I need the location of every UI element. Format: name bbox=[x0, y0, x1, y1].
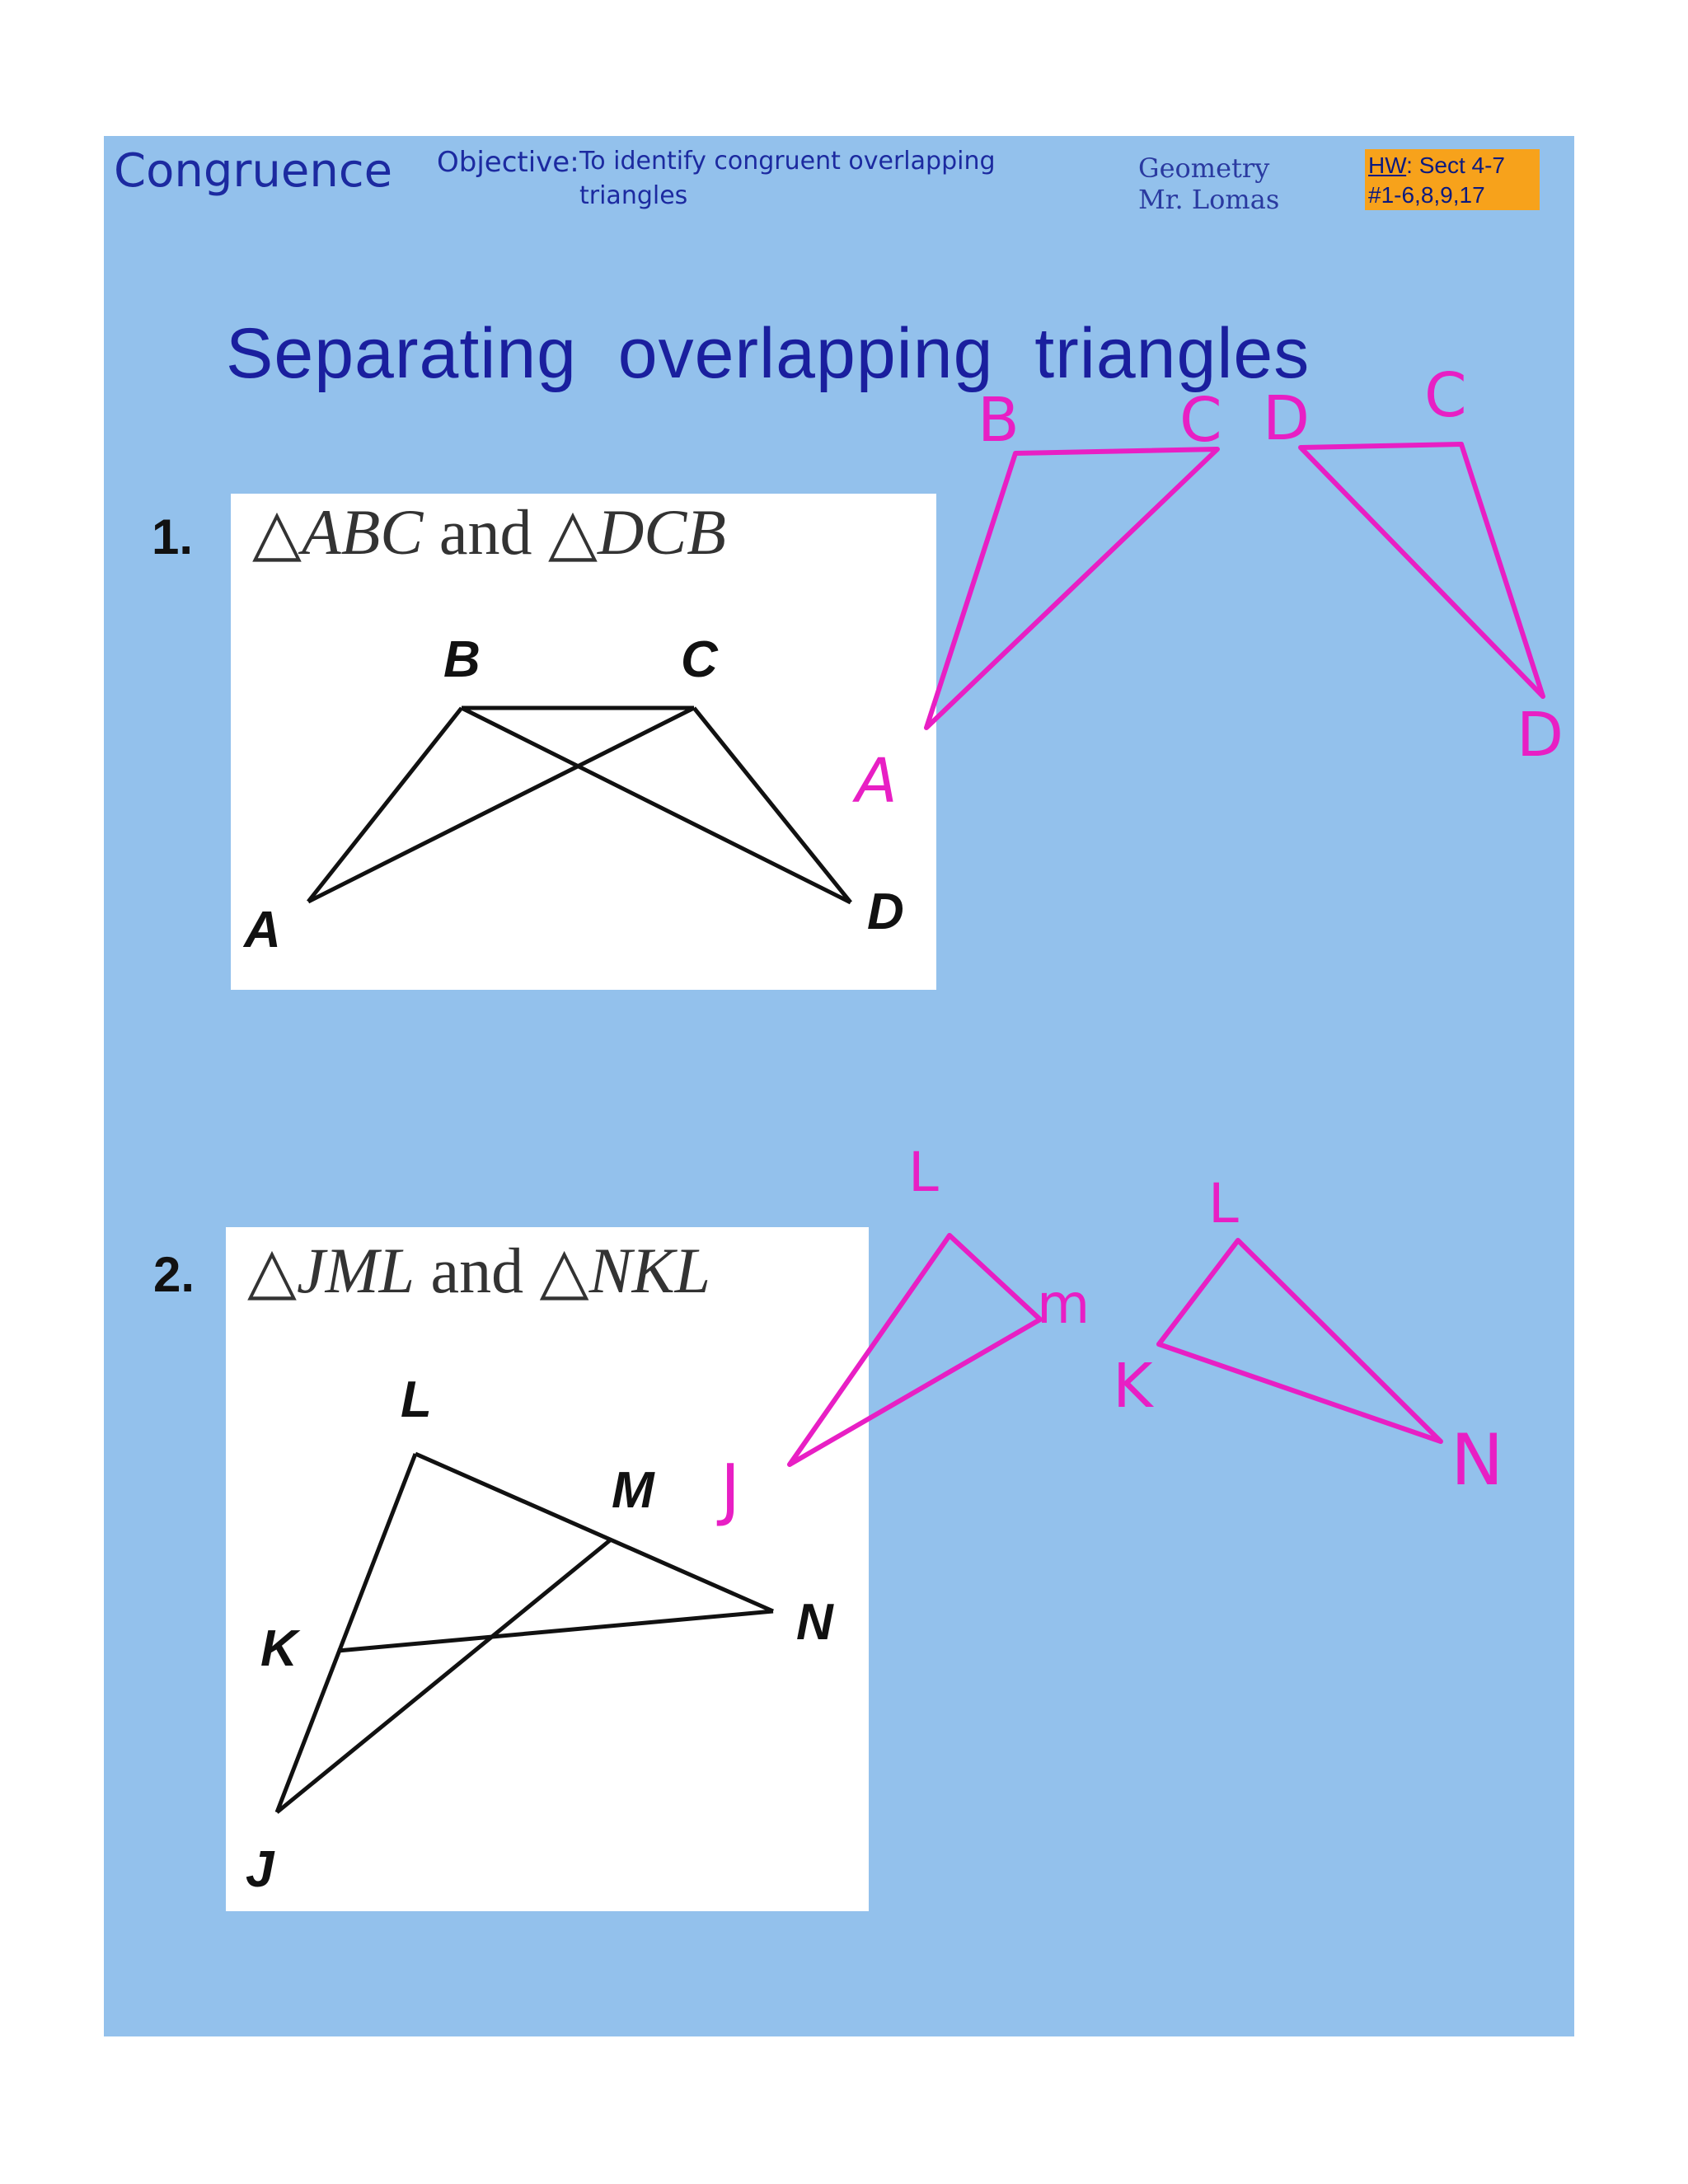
objective-label: Objective: bbox=[437, 146, 579, 179]
vertex-label-k: K bbox=[260, 1620, 301, 1677]
handwritten-label-d: D bbox=[1517, 700, 1564, 771]
segment-jm bbox=[275, 1539, 612, 1814]
handwritten-label-m: m bbox=[1037, 1272, 1090, 1336]
segment-ab bbox=[307, 706, 463, 903]
homework-label: HW bbox=[1368, 152, 1407, 178]
vertex-label-j: J bbox=[246, 1841, 275, 1898]
handwritten-label-n: N bbox=[1451, 1419, 1503, 1502]
vertex-label-m: M bbox=[612, 1462, 655, 1519]
vertex-label-c: C bbox=[681, 631, 719, 688]
segment-bd bbox=[460, 705, 852, 905]
homework-line1: HW: Sect 4-7 bbox=[1368, 151, 1536, 180]
segment-ac bbox=[307, 705, 696, 904]
handwritten-label-b: B bbox=[978, 385, 1020, 456]
course-info: Geometry Mr. Lomas bbox=[1138, 152, 1279, 215]
segment-ln bbox=[414, 1451, 775, 1614]
vertex-label-l: L bbox=[401, 1371, 432, 1428]
problem-2-title: △JML and △NKL bbox=[247, 1235, 711, 1306]
homework-problems: #1-6,8,9,17 bbox=[1368, 182, 1485, 208]
problem-1-diagram: B C A D bbox=[242, 631, 904, 958]
handwritten-label-k: K bbox=[1113, 1351, 1155, 1422]
handwritten-label-l2: L bbox=[1208, 1172, 1239, 1235]
problem-1-panel: △ABC and △DCB B C A D bbox=[231, 494, 936, 990]
problem-number-2: 2. bbox=[153, 1247, 195, 1302]
teacher-name: Mr. Lomas bbox=[1138, 184, 1280, 215]
homework-section: : Sect 4-7 bbox=[1406, 152, 1505, 178]
homework-box: HW: Sect 4-7 #1-6,8,9,17 bbox=[1365, 149, 1540, 210]
pink-triangle-dcb bbox=[1298, 442, 1545, 699]
main-heading: Separating overlapping triangles bbox=[226, 314, 1311, 393]
pink-triangle-abc bbox=[924, 447, 1220, 730]
segment-cd bbox=[692, 706, 852, 904]
objective-text: To identify congruent overlapping triang… bbox=[579, 147, 996, 210]
problem-number-1: 1. bbox=[152, 509, 194, 565]
problem-1-title: △ABC and △DCB bbox=[252, 496, 726, 568]
slide-title: Congruence bbox=[114, 144, 393, 198]
vertex-label-a: A bbox=[242, 902, 281, 958]
segment-kn bbox=[337, 1609, 774, 1653]
slide: Congruence Objective: To identify congru… bbox=[104, 136, 1574, 2036]
course-name: Geometry bbox=[1138, 152, 1270, 184]
pink-triangle-nkl bbox=[1156, 1238, 1443, 1444]
problem-2-panel: △JML and △NKL L M N K J bbox=[226, 1227, 869, 1911]
vertex-label-n: N bbox=[796, 1594, 834, 1651]
handwritten-label-c: C bbox=[1179, 385, 1222, 456]
segment-lj bbox=[274, 1453, 418, 1813]
handwritten-label-l: L bbox=[908, 1141, 939, 1204]
problem-2-diagram: L M N K J bbox=[246, 1371, 834, 1898]
vertex-label-d: D bbox=[867, 883, 904, 940]
handwritten-label-c2: C bbox=[1424, 360, 1467, 431]
vertex-label-b: B bbox=[443, 631, 481, 688]
